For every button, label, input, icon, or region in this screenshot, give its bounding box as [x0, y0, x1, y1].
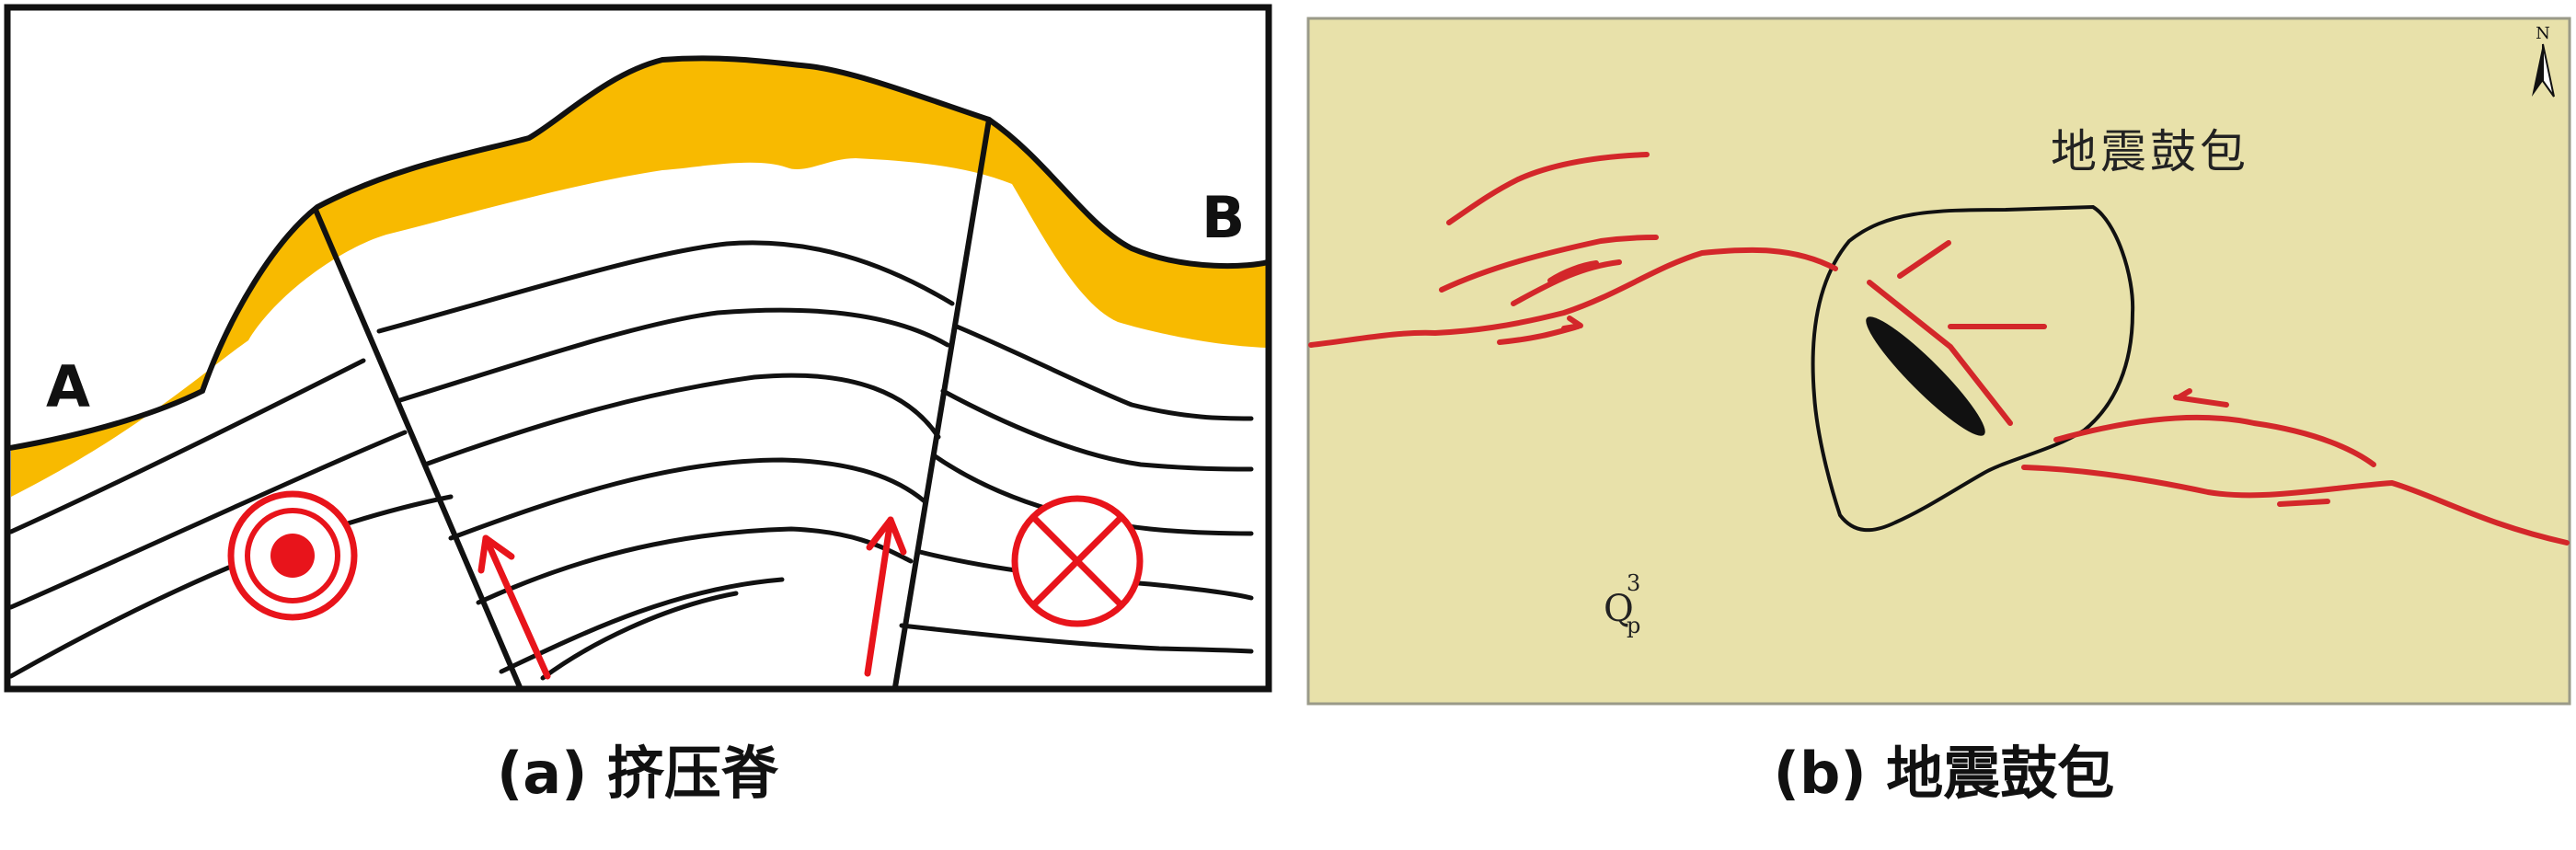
strata-middle-block [376, 240, 955, 681]
panel-b-caption: (b) 地震鼓包 [1774, 740, 2115, 807]
label-b: B [1202, 184, 1245, 251]
out-of-page-symbol-icon [227, 490, 358, 621]
map-background [1306, 17, 2571, 706]
unit-label: Q [1604, 588, 1634, 630]
up-arrow-icon [864, 516, 907, 677]
north-label: N [2536, 24, 2550, 43]
into-page-symbol-icon [1011, 495, 1144, 627]
bulge-outline [1811, 204, 2135, 533]
panel-a: A B (a) 挤压脊 [4, 4, 1272, 807]
black-lens-shape [1866, 316, 1985, 436]
fault-right [892, 119, 992, 687]
label-a: A [46, 353, 90, 420]
panel-b: N 地震鼓包 Q p 3 (b) 地震鼓包 [1306, 17, 2571, 807]
surface-sediment-layer [11, 58, 1267, 497]
panel-a-frame [4, 4, 1272, 693]
fault-traces [1308, 152, 2570, 546]
unit-superscript: 3 [1627, 570, 1640, 596]
ground-surface-line [9, 55, 1267, 452]
unit-subscript: p [1627, 613, 1640, 638]
up-arrow-icon [477, 534, 551, 680]
panel-a-caption: (a) 挤压脊 [497, 740, 779, 807]
fault-left [313, 208, 523, 687]
north-arrow-icon [2532, 43, 2555, 98]
map-title: 地震鼓包 [2051, 125, 2249, 178]
